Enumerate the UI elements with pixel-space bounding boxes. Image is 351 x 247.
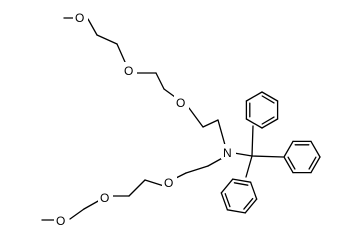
bond [188, 107, 204, 128]
bond [144, 179, 165, 187]
atom-o3: O [176, 96, 185, 110]
bond [217, 119, 226, 146]
bond [163, 88, 176, 98]
ring-bond [310, 156, 321, 174]
atom-o1: O [75, 11, 84, 25]
atom-labels: O O O N O O O [54, 9, 236, 228]
bond [96, 34, 118, 45]
label-mask [174, 94, 189, 109]
ring-double-bond [224, 193, 231, 208]
bond [202, 119, 219, 128]
label-mask [54, 212, 69, 227]
atom-o6: O [56, 214, 65, 228]
bond [128, 179, 146, 197]
bond [116, 43, 126, 63]
bond [251, 125, 254, 157]
bond [175, 172, 187, 179]
atom-o4: O [164, 176, 173, 190]
bond [245, 155, 253, 178]
phenyl-ring-right [283, 140, 321, 174]
bond [83, 199, 101, 210]
atom-o2: O [124, 64, 133, 78]
ring-bond [245, 118, 263, 129]
label-mask [162, 174, 177, 189]
ring-double-bond [287, 156, 296, 170]
bond [185, 165, 209, 174]
label-mask [98, 189, 113, 204]
label-mask [221, 144, 236, 159]
ring-bond [232, 178, 252, 183]
ring-bond [249, 181, 258, 200]
bond [69, 208, 85, 220]
ring-bond [245, 91, 263, 102]
phenyl-ring-bottom [220, 178, 258, 214]
bond [155, 72, 165, 90]
ring-bond [244, 198, 258, 214]
atom-n: N [223, 146, 232, 160]
ring-double-bond [261, 116, 275, 125]
ring-double-bond [233, 182, 249, 186]
phenyl-rings [220, 91, 321, 214]
ring-bond [283, 156, 294, 174]
ring-double-bond [243, 197, 254, 210]
ring-double-bond [261, 95, 275, 104]
bond [251, 155, 284, 158]
bond [233, 152, 253, 157]
ring-bond [261, 118, 279, 129]
ring-bond [310, 140, 321, 158]
ring-bond [283, 140, 294, 158]
bond [87, 18, 98, 36]
ring-double-bond [308, 156, 317, 170]
ring-bond [261, 91, 279, 102]
label-mask [73, 9, 88, 24]
ring-bond [226, 209, 246, 214]
ring-bond [220, 192, 229, 211]
phenyl-ring-top [245, 91, 279, 129]
atom-o5: O [100, 191, 109, 205]
label-mask [122, 62, 137, 77]
ring-bond [220, 178, 234, 194]
